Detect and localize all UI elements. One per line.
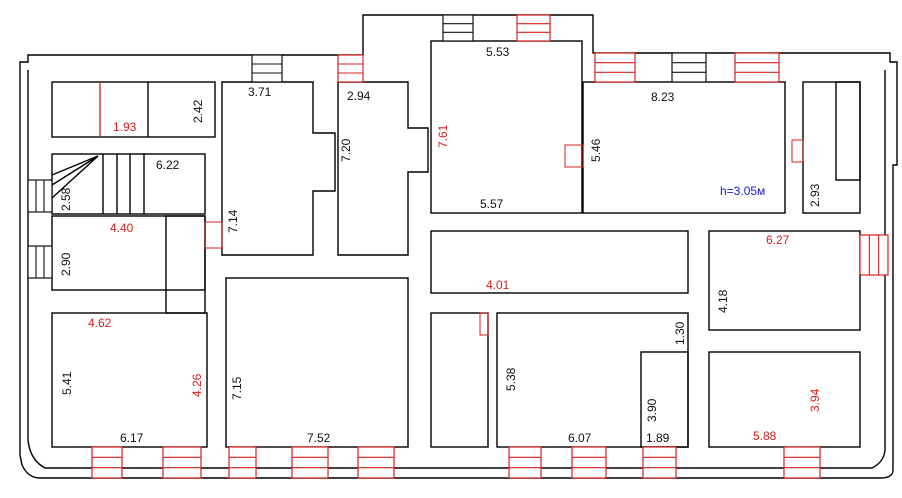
outer-walls [19, 14, 898, 479]
label-607: 6.07 [568, 431, 592, 445]
label-715: 7.15 [230, 376, 244, 400]
window-icon [508, 446, 542, 479]
label-242: 2.42 [191, 99, 205, 123]
label-622: 6.22 [156, 158, 180, 172]
window-icon [859, 234, 889, 276]
label-294: 2.94 [347, 89, 371, 103]
window-icon [442, 14, 474, 42]
label-557: 5.57 [480, 197, 504, 211]
label-130: 1.30 [673, 321, 687, 345]
label-440: 4.40 [110, 221, 134, 235]
label-193: 1.93 [113, 120, 137, 134]
window-icon [91, 446, 123, 479]
label-418: 4.18 [716, 289, 730, 313]
label-714: 7.14 [226, 209, 240, 233]
window-icon [571, 446, 607, 479]
rooms [51, 40, 861, 448]
label-761: 7.61 [436, 124, 450, 148]
window-icon [671, 52, 707, 83]
label-258: 2.58 [59, 187, 73, 211]
label-617: 6.17 [120, 431, 144, 445]
dimension-labels: 3.71 2.94 7.20 1.93 2.42 6.22 2.58 7.14 … [59, 45, 822, 445]
label-588: 5.88 [753, 429, 777, 443]
label-541: 5.41 [60, 371, 74, 395]
label-401: 4.01 [486, 278, 510, 292]
label-823: 8.23 [651, 90, 675, 104]
window-icon [251, 54, 283, 83]
window-icon [27, 245, 53, 279]
label-627: 6.27 [766, 233, 790, 247]
label-290: 2.90 [59, 252, 73, 276]
label-546: 5.46 [589, 138, 603, 162]
label-462: 4.62 [88, 316, 112, 330]
window-icon [337, 54, 364, 83]
windows [27, 14, 889, 479]
label-293: 2.93 [808, 183, 822, 207]
label-720: 7.20 [339, 138, 353, 162]
window-icon [291, 446, 329, 479]
label-752: 7.52 [307, 431, 331, 445]
window-icon [783, 446, 821, 479]
label-394: 3.94 [808, 388, 822, 412]
window-icon [357, 446, 395, 479]
label-538: 5.38 [504, 367, 518, 391]
label-189: 1.89 [646, 431, 670, 445]
label-390: 3.90 [645, 398, 659, 422]
window-icon [594, 52, 636, 83]
window-icon [516, 14, 551, 42]
window-icon [642, 446, 677, 479]
window-icon [27, 179, 53, 213]
label-553: 5.53 [486, 45, 510, 59]
ceiling-height-label: h=3.05м [720, 184, 765, 198]
label-371: 3.71 [248, 85, 272, 99]
window-icon [734, 52, 780, 83]
window-icon [162, 446, 202, 479]
label-426: 4.26 [190, 373, 204, 397]
window-icon [228, 446, 257, 479]
